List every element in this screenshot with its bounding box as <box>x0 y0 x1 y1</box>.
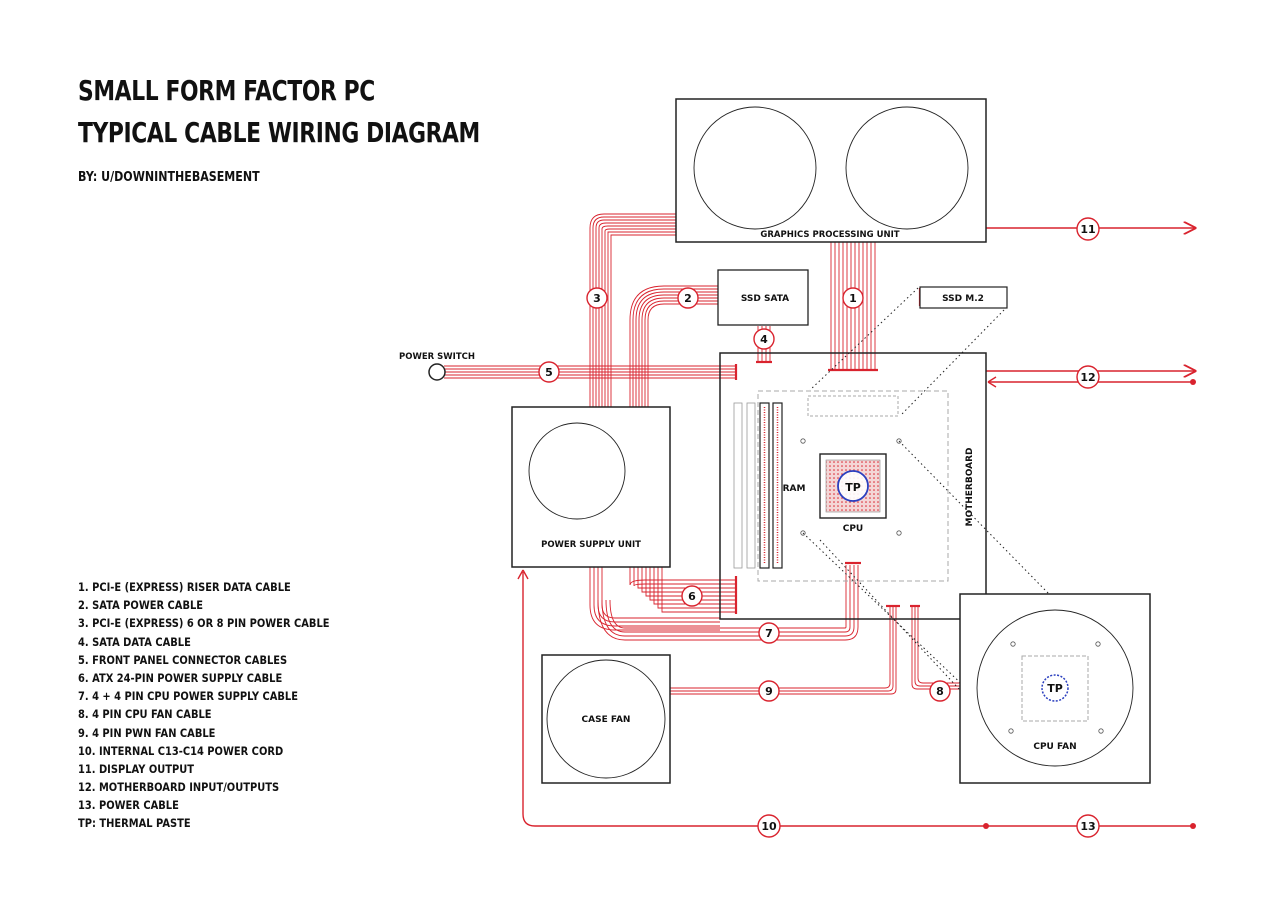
psu-fan <box>528 422 626 520</box>
callout-7-num: 7 <box>765 627 773 640</box>
m2-dotted-link-2 <box>899 309 1005 417</box>
psu-label: POWER SUPPLY UNIT <box>541 540 641 550</box>
legend-list: 1. PCI-E (EXPRESS) RISER DATA CABLE 2. S… <box>78 578 370 833</box>
power-switch: POWER SWITCH <box>399 352 475 381</box>
legend-item: 11. DISPLAY OUTPUT <box>78 761 195 776</box>
cpu-socket-area <box>757 390 949 582</box>
gpu-fan-left <box>693 106 817 230</box>
callout-10 <box>757 814 781 838</box>
cpu-fan-label: CPU FAN <box>1033 742 1076 752</box>
callout-1-num: 1 <box>849 292 857 305</box>
callout-8 <box>929 680 951 702</box>
case-fan: CASE FAN <box>541 654 671 784</box>
ssd-m2: SSD M.2 <box>919 286 1008 309</box>
callout-13-num: 13 <box>1080 820 1095 833</box>
legend-item: 3. PCI-E (EXPRESS) 6 OR 8 PIN POWER CABL… <box>78 616 330 631</box>
cable-case-fan <box>670 606 897 695</box>
ram-slot-1 <box>733 402 743 569</box>
diagram-title-line2: TYPICAL CABLE WIRING DIAGRAM <box>78 116 480 149</box>
callout-2 <box>677 287 699 309</box>
cable-front-panel <box>444 365 736 379</box>
callout-5 <box>538 361 560 383</box>
legend-item: 6. ATX 24-PIN POWER SUPPLY CABLE <box>78 670 283 685</box>
cable-cpu-power <box>597 565 859 641</box>
callout-12 <box>1076 365 1100 389</box>
cable-atx-24pin <box>629 567 736 613</box>
case-fan-label: CASE FAN <box>582 715 631 725</box>
legend-item: 5. FRONT PANEL CONNECTOR CABLES <box>78 652 288 667</box>
legend-item: 12. MOTHERBOARD INPUT/OUTPUTS <box>78 780 280 795</box>
m2-dotted-link <box>809 287 919 391</box>
callout-11-num: 11 <box>1080 223 1095 236</box>
callout-1 <box>842 287 864 309</box>
callout-9 <box>758 680 780 702</box>
cpu-fan-contact-plate <box>1021 655 1089 722</box>
callout-6-num: 6 <box>688 590 696 603</box>
callout-10-num: 10 <box>761 820 777 833</box>
legend-item: 2. SATA POWER CABLE <box>78 598 204 613</box>
legend-item: 1. PCI-E (EXPRESS) RISER DATA CABLE <box>78 580 291 594</box>
legend-item: 8. 4 PIN CPU FAN CABLE <box>78 707 212 722</box>
callout-11 <box>1076 217 1100 241</box>
gpu-card: GRAPHICS PROCESSING UNIT <box>675 98 987 243</box>
callout-6 <box>681 585 703 607</box>
motherboard: RAM TP CPU MOTHERBOARD <box>719 352 987 620</box>
gpu-label: GRAPHICS PROCESSING UNIT <box>760 230 899 240</box>
cpu-fan: TP CPU FAN <box>959 593 1151 784</box>
cpu-tp-label: TP <box>845 481 861 494</box>
gpu-fan-right <box>845 106 969 230</box>
motherboard-label: MOTHERBOARD <box>965 448 975 527</box>
cpu-fan-tp-label: TP <box>1047 682 1063 695</box>
legend-item: 7. 4 + 4 PIN CPU POWER SUPPLY CABLE <box>78 689 298 704</box>
callout-5-num: 5 <box>545 366 553 379</box>
callout-2-num: 2 <box>684 292 692 305</box>
callout-3 <box>586 287 608 309</box>
ssd-m2-label: SSD M.2 <box>942 294 984 304</box>
callout-8-num: 8 <box>936 685 944 698</box>
legend-item: 4. SATA DATA CABLE <box>78 634 191 649</box>
ssd-sata: SSD SATA <box>717 269 809 326</box>
cable-pcie-power <box>589 213 680 407</box>
cable-cpu-fan <box>911 606 962 690</box>
m2-slot <box>807 395 899 417</box>
cpu-thermal-paste <box>837 470 869 502</box>
callout-4 <box>753 328 775 350</box>
legend-item: 10. INTERNAL C13-C14 POWER CORD <box>78 743 284 758</box>
ram-slot-2 <box>746 402 756 569</box>
callout-4-num: 4 <box>760 333 768 346</box>
callout-3-num: 3 <box>593 292 601 305</box>
legend-item: TP: THERMAL PASTE <box>78 816 191 831</box>
legend-item: 13. POWER CABLE <box>78 798 179 813</box>
power-switch-label: POWER SWITCH <box>399 352 475 362</box>
callout-7 <box>758 622 780 644</box>
callout-12-num: 12 <box>1080 371 1095 384</box>
cpu-label: CPU <box>843 524 864 534</box>
cable-internal-power-cord <box>522 572 986 827</box>
callout-13 <box>1076 814 1100 838</box>
cable-sata-power <box>629 285 719 407</box>
legend-item: 9. 4 PIN PWN FAN CABLE <box>78 725 216 740</box>
ssd-sata-label: SSD SATA <box>741 294 789 304</box>
callout-9-num: 9 <box>765 685 773 698</box>
diagram-title-line1: SMALL FORM FACTOR PC <box>78 74 375 107</box>
power-supply-unit: POWER SUPPLY UNIT <box>511 406 671 568</box>
ram-label: RAM <box>783 484 806 494</box>
author-byline: BY: U/DOWNINTHEBASEMENT <box>78 170 260 185</box>
